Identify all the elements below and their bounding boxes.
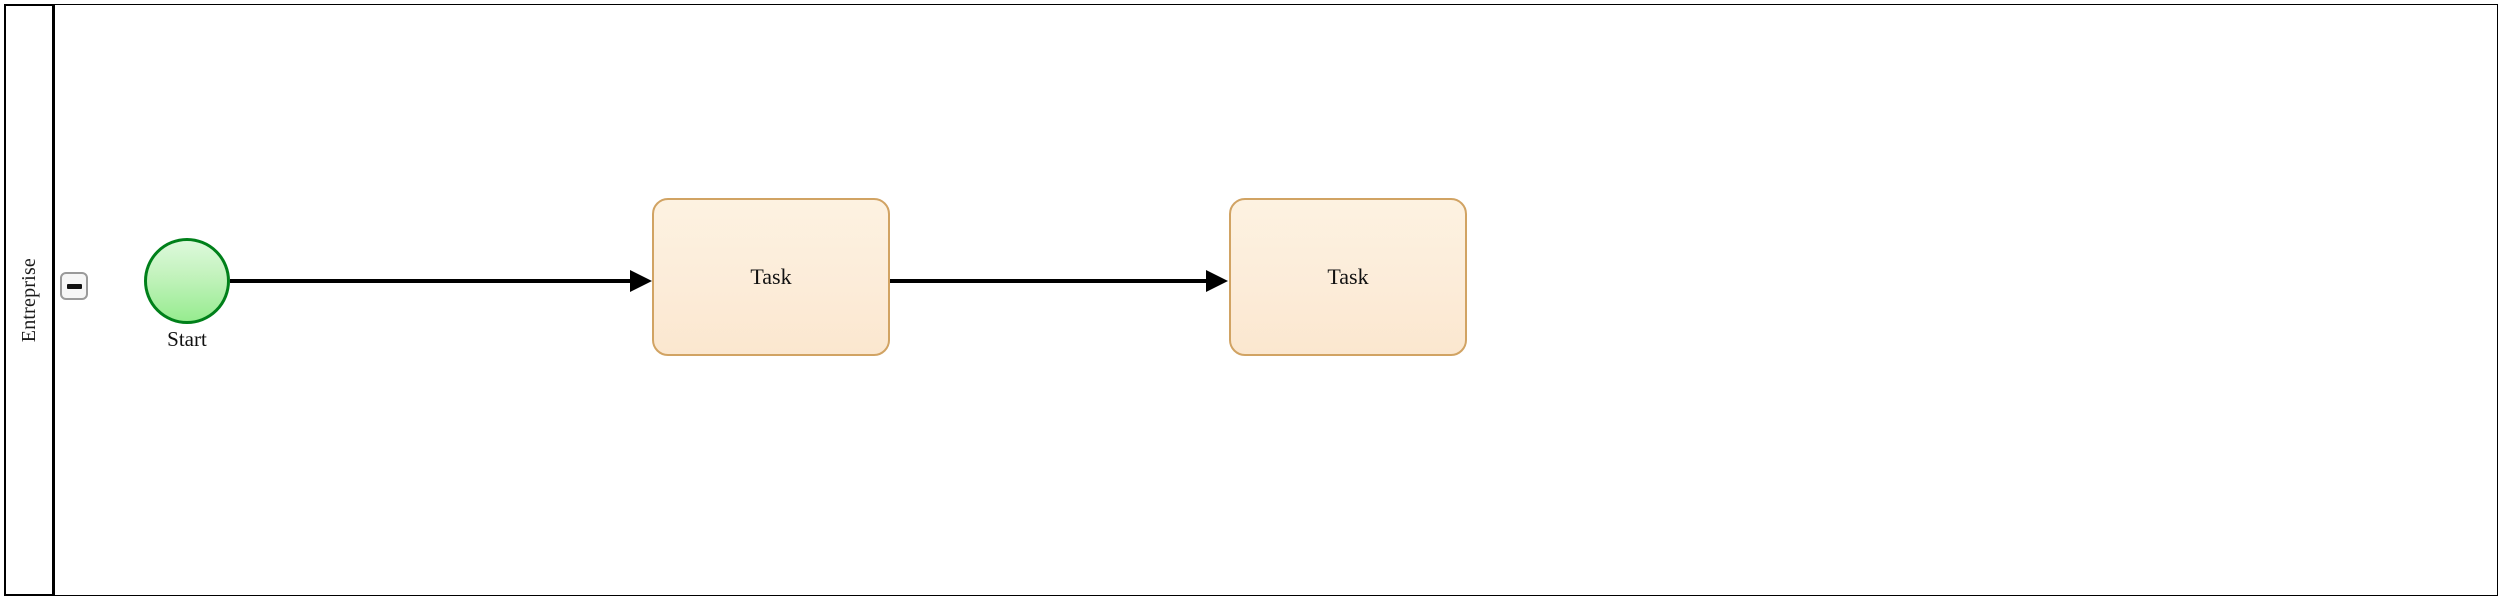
start-event-label: Start bbox=[167, 327, 207, 351]
flow-arrowhead-icon bbox=[1206, 270, 1228, 292]
start-event-node[interactable] bbox=[144, 238, 230, 324]
task-label: Task bbox=[750, 264, 792, 289]
minus-icon bbox=[66, 283, 82, 289]
sequence-flow-start-to-task1[interactable] bbox=[230, 279, 630, 283]
task-label: Task bbox=[1327, 264, 1369, 289]
pool-name-label: Entreprise bbox=[17, 257, 40, 343]
pool-header[interactable]: Entreprise bbox=[4, 4, 54, 596]
task-node-1[interactable]: Task bbox=[652, 198, 890, 356]
sequence-flow-task1-to-task2[interactable] bbox=[890, 279, 1206, 283]
flow-arrowhead-icon bbox=[630, 270, 652, 292]
task-node-2[interactable]: Task bbox=[1229, 198, 1467, 356]
collapse-toggle-button[interactable] bbox=[60, 272, 88, 300]
